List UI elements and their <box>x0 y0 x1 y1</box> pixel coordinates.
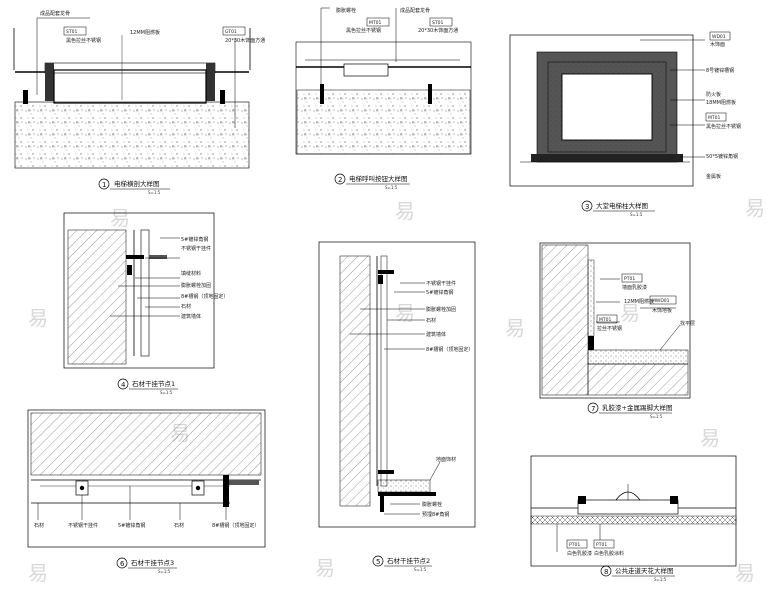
callout-label: 20*30木饰面方通 <box>225 37 265 44</box>
material-tag: PT01 <box>569 542 580 548</box>
material-tag: MT01 <box>369 20 381 26</box>
callout-label: 成品配套龙骨 <box>400 7 430 14</box>
callout-label: 8号镀锌槽钢 <box>706 67 734 74</box>
material-tag: WD01 <box>712 34 726 40</box>
detail-number: 8 <box>604 568 608 576</box>
watermark: 易 <box>28 561 48 585</box>
callout-label: 石材 <box>426 317 436 324</box>
detail-title: 电梯横剖大样图 <box>114 179 160 188</box>
detail-scale: S=1:5 <box>654 577 667 582</box>
callout-label: 膨胀螺栓加固 <box>426 306 456 313</box>
callout-label: 木饰地板 <box>652 307 672 314</box>
watermark: 易 <box>315 556 335 580</box>
callout-label: 黑色拉丝不锈钢 <box>346 27 381 34</box>
callout-label: 膨胀螺栓加固 <box>181 282 211 289</box>
watermark: 易 <box>745 196 765 220</box>
detail-8-corridor-ceiling: PT01 白色乳胶漆 PT01 白色乳胶涂料 8 公共走道天花大样图 S=1:5 <box>530 455 737 582</box>
watermark: 易 <box>735 561 755 585</box>
callout-label: 拉丝不锈钢 <box>597 325 622 332</box>
callout-label: 金属板 <box>706 173 721 180</box>
watermark: 易 <box>620 301 640 325</box>
callout-label: 8#槽钢（顶地固定） <box>426 346 473 353</box>
watermark: 易 <box>395 199 415 223</box>
callout-label: 防火板 <box>706 91 721 98</box>
callout-label: 12MM阻燃板 <box>130 29 160 36</box>
material-tag: ST01 <box>66 29 77 35</box>
callout-label: 石材 <box>174 522 184 529</box>
callout-label: 5#镀锌角钢 <box>426 289 453 296</box>
detail-number: 1 <box>102 181 106 189</box>
detail-number: 6 <box>120 560 125 568</box>
detail-title: 电梯呼叫按钮大样图 <box>349 174 408 183</box>
callout-label: 黑色拉丝不锈钢 <box>66 37 101 44</box>
material-tag: PT01 <box>596 542 607 548</box>
detail-title: 大堂电梯柱大样图 <box>596 201 648 210</box>
callout-label: 白色乳胶涂料 <box>594 550 624 557</box>
detail-3-lobby-column: WD01 木饰面 8号镀锌槽钢 防火板 18MM阻燃板 MT01 黑色拉丝不锈钢… <box>509 31 741 217</box>
callout-label: 不锈钢干挂件 <box>426 280 456 287</box>
callout-label: 成品配套龙骨 <box>40 10 70 17</box>
detail-4-stone-hanging-node-1: 5#镀锌角钢 不锈钢干挂件 填缝材料 膨胀螺栓加固 8#槽钢（顶地固定） 石材 … <box>63 212 228 395</box>
material-tag: GT01 <box>225 29 237 35</box>
watermark: 易 <box>395 301 415 325</box>
detail-title: 石材干挂节点2 <box>387 556 430 565</box>
detail-scale: S=1:5 <box>385 185 398 190</box>
callout-label: 填缝材料 <box>181 270 201 277</box>
callout-label: 黑色拉丝不锈钢 <box>706 123 741 130</box>
callout-label: 石材 <box>34 522 44 529</box>
detail-1-elevator-section: 成品配套龙骨 ST01 黑色拉丝不锈钢 12MM阻燃板 GT01 20*30木饰… <box>13 10 265 195</box>
watermark-layer: 易 易 易 易 易 易 易 易 易 易 易 易 <box>28 196 765 585</box>
callout-label: 不锈钢干挂件 <box>181 245 211 252</box>
callout-label: 建筑墙体 <box>181 313 201 320</box>
callout-label: 5#镀锌角钢 <box>181 236 208 243</box>
callout-label: 18MM阻燃板 <box>706 99 736 106</box>
watermark: 易 <box>700 426 720 450</box>
detail-6-stone-hanging-node-3: 石材 不锈钢干挂件 5#镀锌角钢 石材 8#槽钢（顶地固定） 6 石材干挂节点3… <box>27 409 266 574</box>
detail-scale: S=1:5 <box>148 190 161 195</box>
callout-label: 12MM阻燃板 <box>624 298 654 305</box>
material-tag: MT01 <box>708 115 720 121</box>
material-tag: PT01 <box>624 276 635 282</box>
callout-label: 不锈钢干挂件 <box>68 522 98 529</box>
detail-title: 石材干挂节点3 <box>131 558 174 567</box>
detail-scale: S=1:5 <box>630 212 643 217</box>
watermark: 易 <box>505 316 525 340</box>
detail-title: 石材干挂节点1 <box>132 379 175 388</box>
watermark: 易 <box>110 206 130 230</box>
detail-title: 乳胶漆+金属踢脚大样图 <box>602 403 672 412</box>
detail-number: 4 <box>121 381 126 389</box>
detail-5-stone-hanging-node-2: 不锈钢干挂件 5#镀锌角钢 膨胀螺栓加固 石材 建筑墙体 8#槽钢（顶地固定） … <box>318 241 476 572</box>
callout-label: 8#槽钢（顶地固定） <box>181 293 228 300</box>
detail-number: 2 <box>338 176 342 184</box>
detail-scale: S=1:5 <box>160 390 173 395</box>
detail-title: 公共走道天花大样图 <box>615 566 674 575</box>
callout-label: 墙面乳胶漆 <box>622 284 647 291</box>
detail-7-skirting: PT01 墙面乳胶漆 12MM阻燃板 MT01 拉丝不锈钢 MWD01 木饰地板… <box>539 242 695 419</box>
callout-label: 膨胀螺栓 <box>422 501 442 508</box>
detail-scale: S=1:5 <box>414 567 427 572</box>
detail-scale: S=1:5 <box>650 414 663 419</box>
callout-label: 找平层 <box>680 320 695 327</box>
material-tag: ST01 <box>432 20 443 26</box>
detail-2-call-button: 膨胀螺栓 成品配套龙骨 MT01 黑色拉丝不锈钢 ST01 20*30木饰面方通… <box>295 7 472 190</box>
callout-label: 5#镀锌角钢 <box>118 522 145 529</box>
callout-label: 20*30木饰面方通 <box>418 27 458 34</box>
detail-number: 7 <box>591 405 595 413</box>
callout-label: 预埋8#角钢 <box>422 511 449 518</box>
callout-label: 石材 <box>181 303 191 310</box>
watermark: 易 <box>28 306 48 330</box>
material-tag: MWD01 <box>652 298 670 304</box>
callout-label: 木饰面 <box>710 41 725 48</box>
callout-label: 8#槽钢（顶地固定） <box>212 522 259 529</box>
material-tag: MT01 <box>599 317 611 323</box>
callout-label: 50*5镀锌角钢 <box>706 153 738 160</box>
detail-number: 3 <box>585 203 589 211</box>
callout-label: 白色乳胶漆 <box>567 550 592 557</box>
callout-label: 地面饰材 <box>436 456 456 463</box>
detail-scale: S=1:5 <box>158 569 171 574</box>
detail-number: 5 <box>376 558 380 566</box>
callout-label: 建筑墙体 <box>426 331 446 338</box>
callout-label: 膨胀螺栓 <box>336 7 356 14</box>
